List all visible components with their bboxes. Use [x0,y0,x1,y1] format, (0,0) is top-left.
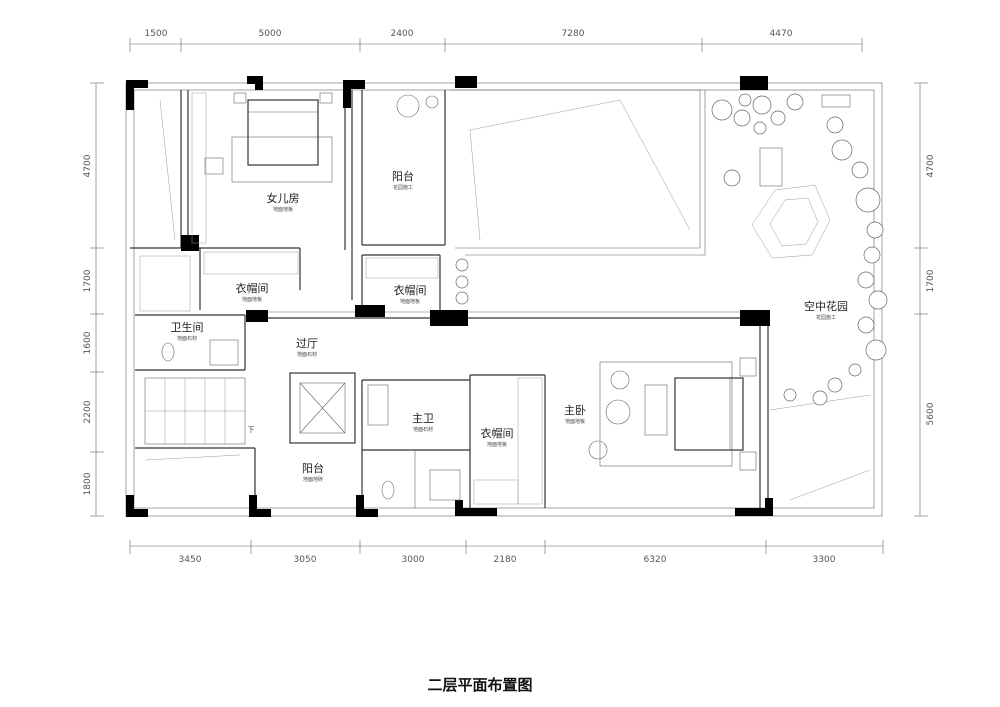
toilet-master [381,480,395,500]
column-top-3 [343,80,365,108]
dim-left-4: 2200 [83,400,93,423]
room-balcony-bottom-floor: 地面地砖 [303,476,323,483]
room-master-bedroom-label: 主卧 [564,404,586,417]
shower-master [429,469,461,501]
furniture [139,92,851,505]
room-balcony-bottom-label: 阳台 [302,461,324,475]
top-dimension-line: 1500 5000 2400 7280 4470 [129,29,863,52]
staircase [144,377,246,445]
room-balcony-top-floor: 花园施工 [393,184,413,191]
daughter-bed [247,99,319,166]
master-bed [674,377,744,451]
room-sky-garden-label: 空中花园 [804,299,848,313]
garden-sign [821,94,851,108]
column-mid-5 [740,310,770,326]
column-mid-3 [355,305,385,317]
column-bottom-3 [356,495,378,517]
column-bottom-1 [126,495,148,517]
left-dimension-line: 4700 1700 1600 2200 1800 [83,82,104,517]
dim-bottom-6: 3300 [813,555,836,565]
dim-bottom-2: 3050 [294,555,317,565]
column-bottom-5 [735,498,773,516]
room-daughter-label: 女儿房 [267,191,300,205]
room-labels: 女儿房 地面地板 阳台 花园施工 衣帽间 地面地板 衣帽间 地面地板 卫生间 地… [171,169,849,483]
column-top-4 [455,76,477,88]
garden-plants [455,93,888,406]
dim-bottom-1: 3450 [179,555,202,565]
drawing-title: 二层平面布置图 [427,676,532,694]
dim-left-2: 1700 [83,269,93,292]
shower-tray [139,255,191,312]
dim-bottom-3: 3000 [402,555,425,565]
bottom-dimension-line: 3450 3050 3000 2180 6320 3300 [129,540,884,565]
room-bathroom-floor: 地面石材 [177,335,197,342]
garden-lounger [759,147,783,187]
column-mid-2 [246,310,268,322]
daughter-desk-chair [204,157,224,175]
room-closet-mid-label: 衣帽间 [394,283,427,297]
dim-top-4: 7280 [562,29,585,39]
dim-bottom-4: 2180 [494,555,517,565]
toilet-left [161,342,175,362]
gazebo [751,184,831,259]
master-table [605,399,631,425]
dim-left-5: 1800 [83,472,93,495]
room-hall-label: 过厅 [296,337,318,350]
room-closet-mid-floor: 地面地板 [400,298,420,305]
room-closet-left-floor: 地面地板 [242,296,262,303]
room-daughter-floor: 地面地板 [273,206,293,213]
column-top-5 [740,76,768,90]
dim-top-3: 2400 [391,29,414,39]
walls [130,89,871,508]
column-mid-left [181,235,199,251]
room-hall-floor: 地面石材 [297,351,317,358]
dim-bottom-5: 6320 [644,555,667,565]
dim-top-5: 4470 [770,29,793,39]
master-rug [599,361,733,467]
dim-right-3: 5600 [926,402,936,425]
structural-columns [126,76,773,517]
column-bottom-4 [455,500,497,516]
stair-down-label: 下 [248,426,255,434]
basin-left [209,339,239,366]
column-bottom-2 [249,495,271,517]
room-master-bath-label: 主卫 [412,412,434,425]
room-sky-garden-floor: 花园施工 [816,314,836,321]
dim-left-3: 1600 [83,331,93,354]
column-top-2 [247,76,263,90]
column-top-left [126,80,148,110]
room-master-bedroom-floor: 地面地板 [565,418,585,425]
room-closet-master-label: 衣帽间 [481,426,514,440]
room-master-bath-floor: 地面石材 [413,426,433,433]
column-mid-4 [430,310,468,326]
master-sofa [644,384,668,436]
room-closet-left-label: 衣帽间 [236,281,269,295]
daughter-rug [231,136,333,183]
dim-top-2: 5000 [259,29,282,39]
room-closet-master-floor: 地面地板 [487,441,507,448]
basin-master [367,384,389,426]
room-balcony-top-label: 阳台 [392,169,414,183]
dim-top-1: 1500 [145,29,168,39]
dim-left-1: 4700 [83,154,93,177]
dim-right-2: 1700 [926,269,936,292]
dim-right-1: 4700 [926,154,936,177]
right-dimension-line: 4700 1700 5600 [914,82,936,517]
room-bathroom-label: 卫生间 [171,320,204,334]
